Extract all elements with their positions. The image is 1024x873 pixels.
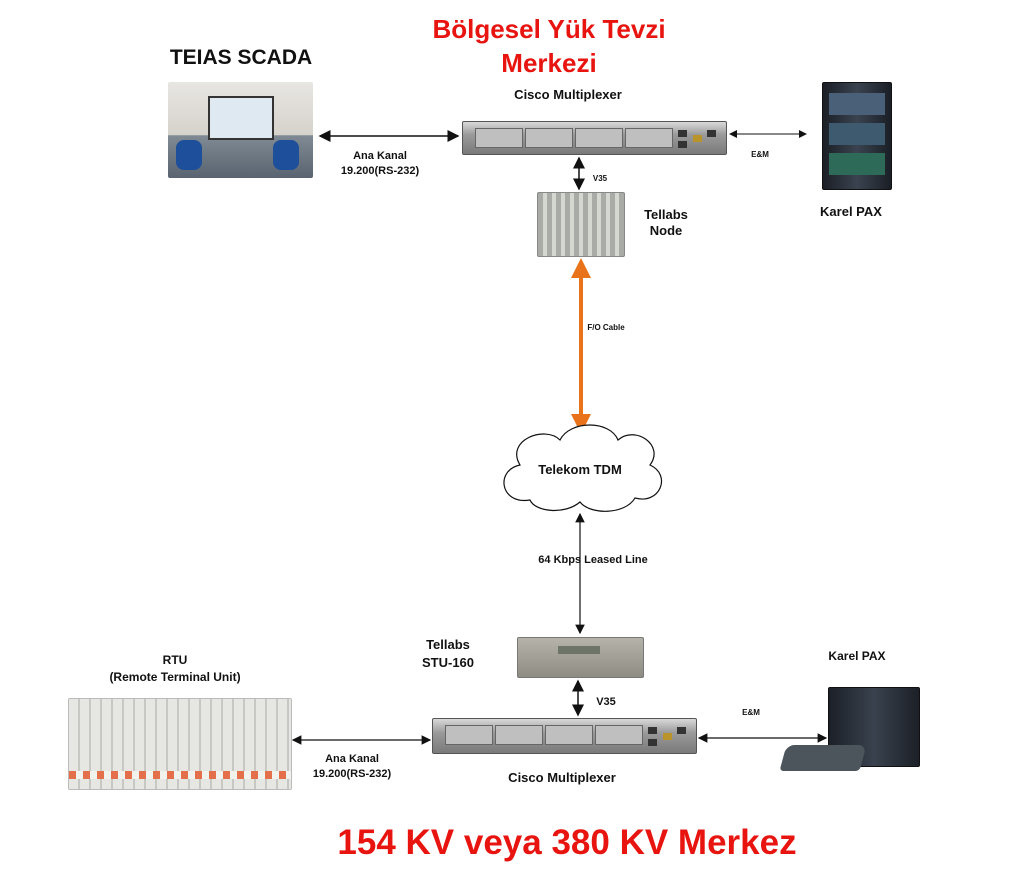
rtu-label-line2: (Remote Terminal Unit): [109, 670, 241, 684]
v35-top-label: V35: [592, 174, 608, 183]
ana-kanal-bottom-line1: Ana Kanal: [325, 753, 379, 765]
leased-line-label: 64 Kbps Leased Line: [538, 554, 648, 566]
title-line2: Merkezi: [501, 48, 597, 78]
cisco-bottom-label: Cisco Multiplexer: [508, 770, 616, 785]
cisco-multiplexer-top: [462, 121, 727, 155]
tellabs-node-line2: Node: [649, 223, 683, 238]
ana-kanal-top-line1: Ana Kanal: [353, 150, 407, 162]
em-bottom-label: E&M: [742, 708, 760, 717]
ana-kanal-bottom-line2: 19.200(RS-232): [312, 768, 392, 780]
stu-label-line2: STU-160: [421, 655, 475, 670]
cisco-top-label: Cisco Multiplexer: [514, 87, 622, 102]
footer-title: 154 KV veya 380 KV Merkez: [337, 823, 797, 862]
rtu-label-line1: RTU: [162, 653, 188, 667]
karel-pax-bottom-label: Karel PAX: [828, 649, 886, 663]
scada-room-image: [168, 82, 313, 178]
tellabs-node-line1: Tellabs: [644, 207, 688, 222]
tellabs-stu160-image: [517, 637, 644, 678]
stu-label-line1: Tellabs: [426, 637, 470, 652]
cisco-multiplexer-bottom: [432, 718, 697, 754]
ana-kanal-top-line2: 19.200(RS-232): [340, 165, 420, 177]
scada-label: TEIAS SCADA: [169, 46, 313, 69]
em-top-label: E&M: [751, 150, 769, 159]
rtu-image: [68, 698, 292, 790]
telephone-icon: [779, 745, 867, 771]
cloud-label: Telekom TDM: [538, 462, 622, 477]
fo-cable-label: F/O Cable: [587, 323, 625, 332]
cloud-shape: [503, 424, 663, 512]
title-line1: Bölgesel Yük Tevzi: [432, 14, 666, 44]
karel-pax-top-label: Karel PAX: [820, 204, 882, 219]
tellabs-node-image: [537, 192, 625, 257]
v35-bottom-label: V35: [596, 696, 616, 708]
karel-pax-top-image: [822, 82, 892, 190]
